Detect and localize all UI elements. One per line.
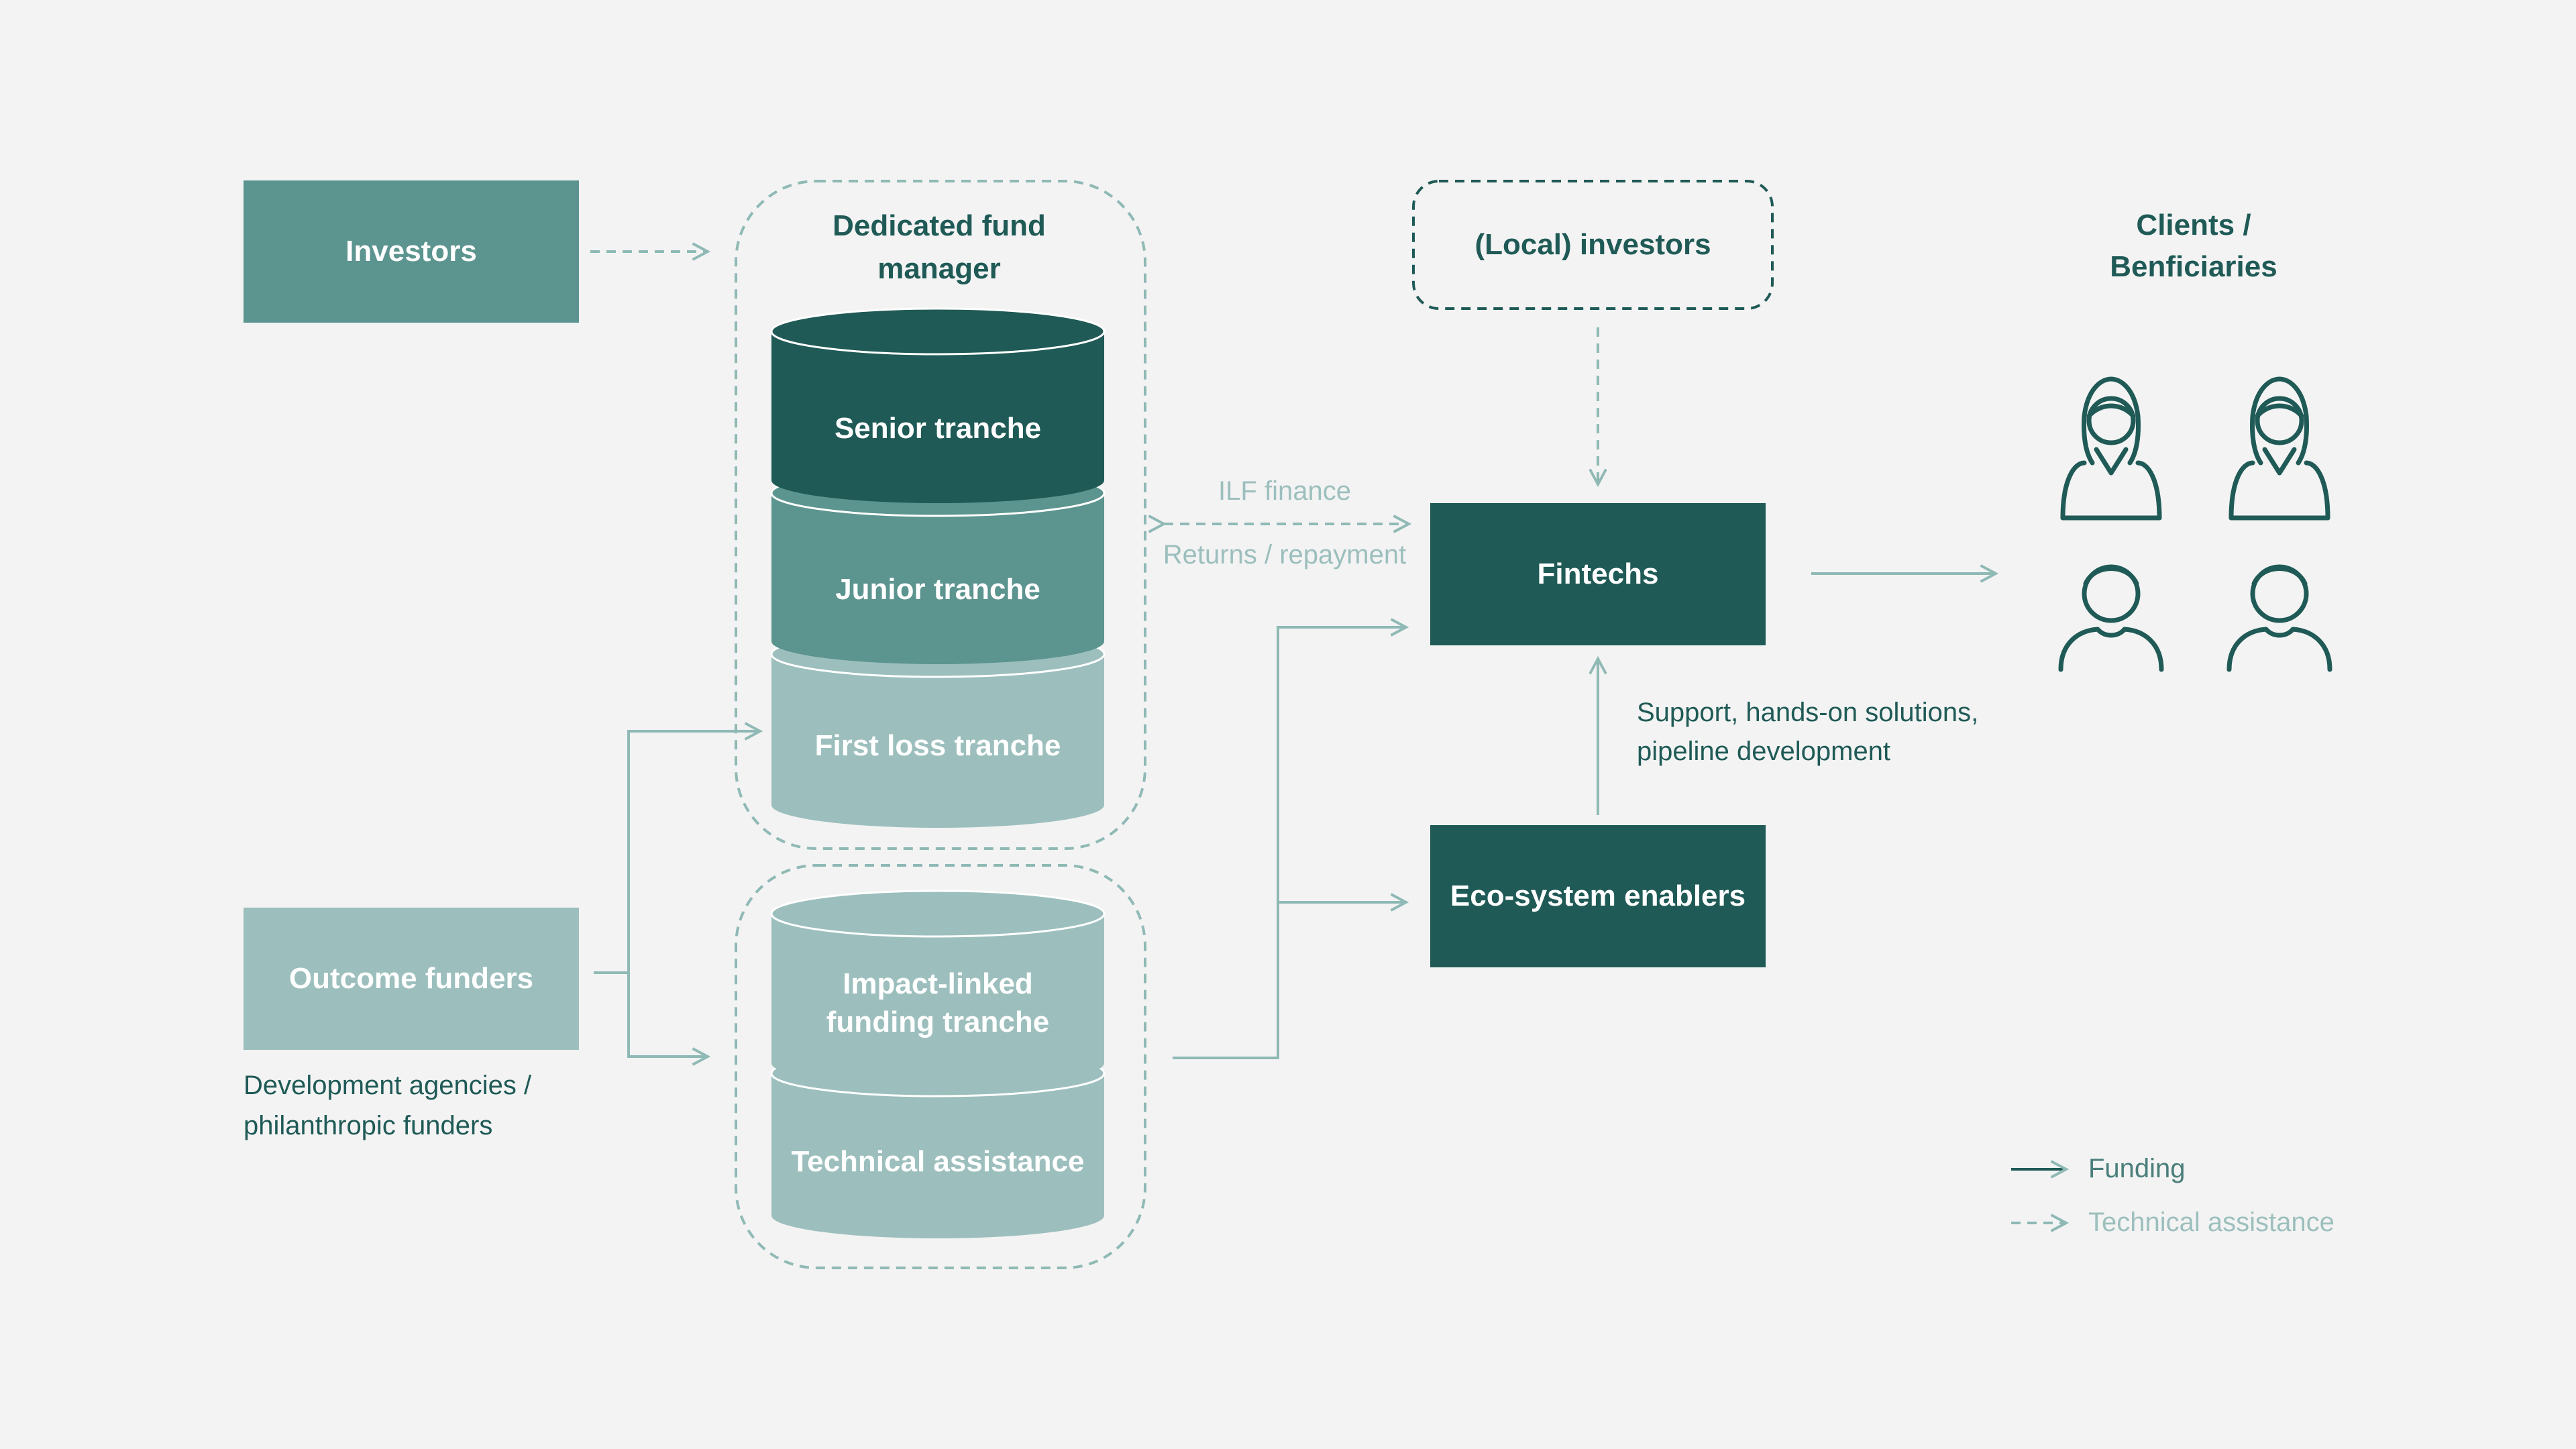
woman-icon — [2229, 376, 2330, 521]
senior-cylinder — [770, 307, 1106, 503]
local-investors-box — [1412, 180, 1774, 310]
junior-tranche-label: Junior tranche — [835, 573, 1040, 606]
outcome-funders-subtitle: Development agencies / philanthropic fun… — [244, 1071, 532, 1140]
support-label: Support, hands-on solutions, pipeline de… — [1637, 698, 1979, 766]
legend-funding-label: Funding — [2088, 1154, 2186, 1183]
returns-label: Returns / repayment — [1163, 540, 1407, 570]
woman-icon — [2060, 376, 2162, 521]
first-loss-tranche-label: First loss tranche — [814, 729, 1061, 762]
man-icon — [2058, 564, 2164, 672]
fund-manager-group — [735, 180, 1146, 850]
ilf-finance-label: ILF finance — [1218, 476, 1351, 506]
eco-enablers-label: Eco-system enablers — [1450, 879, 1746, 912]
legend-ta-label: Technical assistance — [2088, 1208, 2334, 1237]
local-investors-label: (Local) investors — [1474, 228, 1711, 261]
senior-tranche-label: Senior tranche — [834, 412, 1042, 445]
impact-to-fintechs — [1173, 618, 1409, 1059]
impact-linked-cylinder — [770, 890, 1106, 1086]
investors-label: Investors — [345, 235, 477, 268]
outcome-funders-label: Outcome funders — [288, 962, 534, 995]
outcome-funders-box: Outcome funders — [244, 908, 579, 1050]
man-icon — [2226, 564, 2332, 672]
clients-heading: Clients / Benficiaries — [2110, 209, 2277, 283]
impact-linked-tranche-label: Impact-linked funding tranche — [826, 967, 1050, 1039]
fintechs-label: Fintechs — [1537, 557, 1659, 590]
fintechs-box: Fintechs — [1430, 503, 1766, 645]
investors-box: Investors — [244, 180, 579, 323]
outcome-to-first-loss — [627, 722, 763, 1057]
eco-enablers-box: Eco-system enablers — [1430, 825, 1766, 967]
outcome-to-impact — [627, 966, 711, 1066]
fund-manager-heading: Dedicated fund manager — [833, 209, 1046, 285]
technical-assistance-tranche-label: Technical assistance — [791, 1145, 1085, 1178]
